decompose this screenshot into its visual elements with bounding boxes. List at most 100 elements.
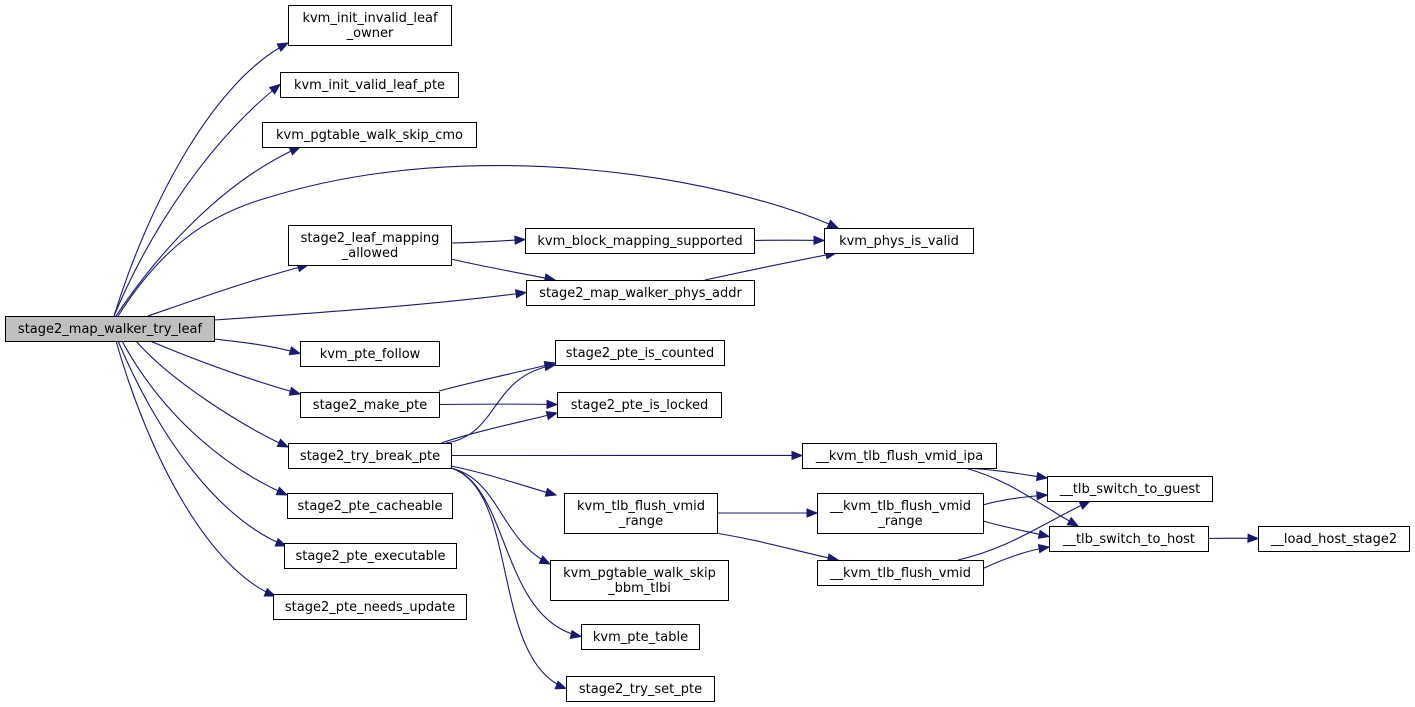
node-init-valid[interactable]: kvm_init_valid_leaf_pte <box>280 72 459 98</box>
edge-line <box>714 532 839 561</box>
edge-flush_ipa-to-switch_guest <box>965 467 1049 482</box>
arrowhead-icon <box>826 219 840 229</box>
node-label: _allowed <box>341 246 399 261</box>
edge-try_break-to-is_locked <box>440 411 559 444</box>
node-label: kvm_block_mapping_supported <box>537 234 742 249</box>
node-try-set[interactable]: stage2_try_set_pte <box>566 676 715 702</box>
arrowhead-icon <box>288 146 302 156</box>
edge-line <box>113 42 289 317</box>
node-label: stage2_leaf_mapping <box>301 231 440 246</box>
edge-line <box>450 467 582 638</box>
node-is-counted[interactable]: stage2_pte_is_counted <box>555 340 725 366</box>
node-box <box>300 341 440 367</box>
node-label: stage2_make_pte <box>313 398 427 413</box>
edge-flush_range2-to-switch_guest <box>982 491 1049 506</box>
arrowhead-icon <box>569 629 583 640</box>
edge-flush_range2-to-switch_host <box>982 520 1051 539</box>
node-phys-valid[interactable]: kvm_phys_is_valid <box>824 228 974 254</box>
node-label: kvm_init_invalid_leaf <box>302 11 438 26</box>
edge-line <box>704 252 837 281</box>
arrowhead-icon <box>813 235 826 246</box>
edge-try_break-to-pte_table <box>450 467 583 640</box>
arrowhead-icon <box>275 486 289 496</box>
node-needs-update[interactable]: stage2_pte_needs_update <box>273 594 467 620</box>
edge-leaf_mapping-to-block_mapping <box>450 235 527 245</box>
node-load-host[interactable]: __load_host_stage2 <box>1258 526 1410 552</box>
node-flush-range[interactable]: kvm_tlb_flush_vmid_range <box>564 493 718 534</box>
arrowhead-icon <box>791 450 804 461</box>
edge-switch_host-to-load_host <box>1207 533 1260 543</box>
arrowhead-icon <box>1247 533 1260 543</box>
edge-root-to-skip_cmo <box>115 146 302 317</box>
node-label: kvm_init_valid_leaf_pte <box>294 78 445 93</box>
node-label: stage2_try_break_pte <box>300 449 440 464</box>
node-block-mapping[interactable]: kvm_block_mapping_supported <box>525 228 755 254</box>
node-box <box>526 280 755 306</box>
node-label: __tlb_switch_to_host <box>1062 532 1195 547</box>
edge-line <box>213 338 301 355</box>
node-label: stage2_pte_cacheable <box>297 499 442 514</box>
edge-try_break-to-flush_ipa <box>450 450 804 461</box>
node-switch-guest[interactable]: __tlb_switch_to_guest <box>1047 476 1213 502</box>
edge-flush_range-to-flush_vmid <box>714 532 840 563</box>
edge-flush_range-to-flush_range2 <box>717 508 819 518</box>
node-label: stage2_pte_is_counted <box>566 346 715 361</box>
node-executable[interactable]: stage2_pte_executable <box>284 543 457 569</box>
arrowhead-icon <box>1035 471 1049 482</box>
node-flush-range2[interactable]: __kvm_tlb_flush_vmid_range <box>817 493 984 534</box>
node-is-locked[interactable]: stage2_pte_is_locked <box>557 392 722 418</box>
node-box <box>262 122 477 148</box>
edge-root-to-needs_update <box>115 340 277 597</box>
edge-root-to-init_invalid <box>113 42 290 317</box>
node-pte-follow[interactable]: kvm_pte_follow <box>300 341 440 367</box>
edge-line <box>147 264 309 317</box>
node-box <box>273 594 467 620</box>
node-box <box>564 493 718 534</box>
node-try-break[interactable]: stage2_try_break_pte <box>288 443 452 469</box>
node-leaf-mapping[interactable]: stage2_leaf_mapping_allowed <box>288 225 452 266</box>
node-skip-cmo[interactable]: kvm_pgtable_walk_skip_cmo <box>262 122 477 148</box>
node-label: _owner <box>346 26 394 41</box>
arrowhead-icon <box>1066 516 1080 527</box>
arrowhead-icon <box>538 555 552 565</box>
edge-try_break-to-try_set <box>450 467 568 690</box>
node-skip-bbm[interactable]: kvm_pgtable_walk_skip_bbm_tlbi <box>550 560 729 601</box>
arrowhead-icon <box>543 361 557 372</box>
node-label: stage2_map_walker_try_leaf <box>18 322 203 337</box>
node-switch-host[interactable]: __tlb_switch_to_host <box>1049 526 1209 552</box>
edge-line <box>450 467 567 690</box>
node-box <box>824 228 974 254</box>
edge-line <box>115 340 276 597</box>
edge-line <box>965 467 1048 479</box>
edge-line <box>450 258 556 281</box>
node-pte-table[interactable]: kvm_pte_table <box>581 624 700 650</box>
edge-line <box>964 467 1079 527</box>
edge-make_pte-to-is_locked <box>438 399 559 410</box>
node-box <box>5 316 215 342</box>
node-phys-addr[interactable]: stage2_map_walker_phys_addr <box>526 280 755 306</box>
arrowhead-icon <box>514 235 527 245</box>
edge-root-to-make_pte <box>149 340 302 396</box>
node-flush-vmid[interactable]: __kvm_tlb_flush_vmid <box>817 560 984 586</box>
edge-line <box>450 467 551 565</box>
node-box <box>288 225 452 266</box>
node-cacheable[interactable]: stage2_pte_cacheable <box>287 493 453 519</box>
node-root[interactable]: stage2_map_walker_try_leaf <box>5 316 215 342</box>
edge-line <box>213 291 527 321</box>
arrowhead-icon <box>1037 529 1051 539</box>
node-label: __kvm_tlb_flush_vmid <box>829 499 971 514</box>
edge-line <box>135 340 289 448</box>
edge-try_break-to-is_counted <box>445 361 557 444</box>
node-label: __kvm_tlb_flush_vmid_ipa <box>815 449 983 464</box>
node-init-invalid[interactable]: kvm_init_invalid_leaf_owner <box>288 5 452 46</box>
arrowhead-icon <box>274 537 288 547</box>
node-box <box>557 392 722 418</box>
node-box <box>555 340 725 366</box>
node-flush-ipa[interactable]: __kvm_tlb_flush_vmid_ipa <box>802 443 997 469</box>
node-label: kvm_pgtable_walk_skip <box>563 566 716 581</box>
edge-block_mapping-to-phys_valid <box>753 235 826 246</box>
node-make-pte[interactable]: stage2_make_pte <box>300 392 440 418</box>
edge-line <box>450 465 557 496</box>
node-label: __kvm_tlb_flush_vmid <box>829 566 971 581</box>
